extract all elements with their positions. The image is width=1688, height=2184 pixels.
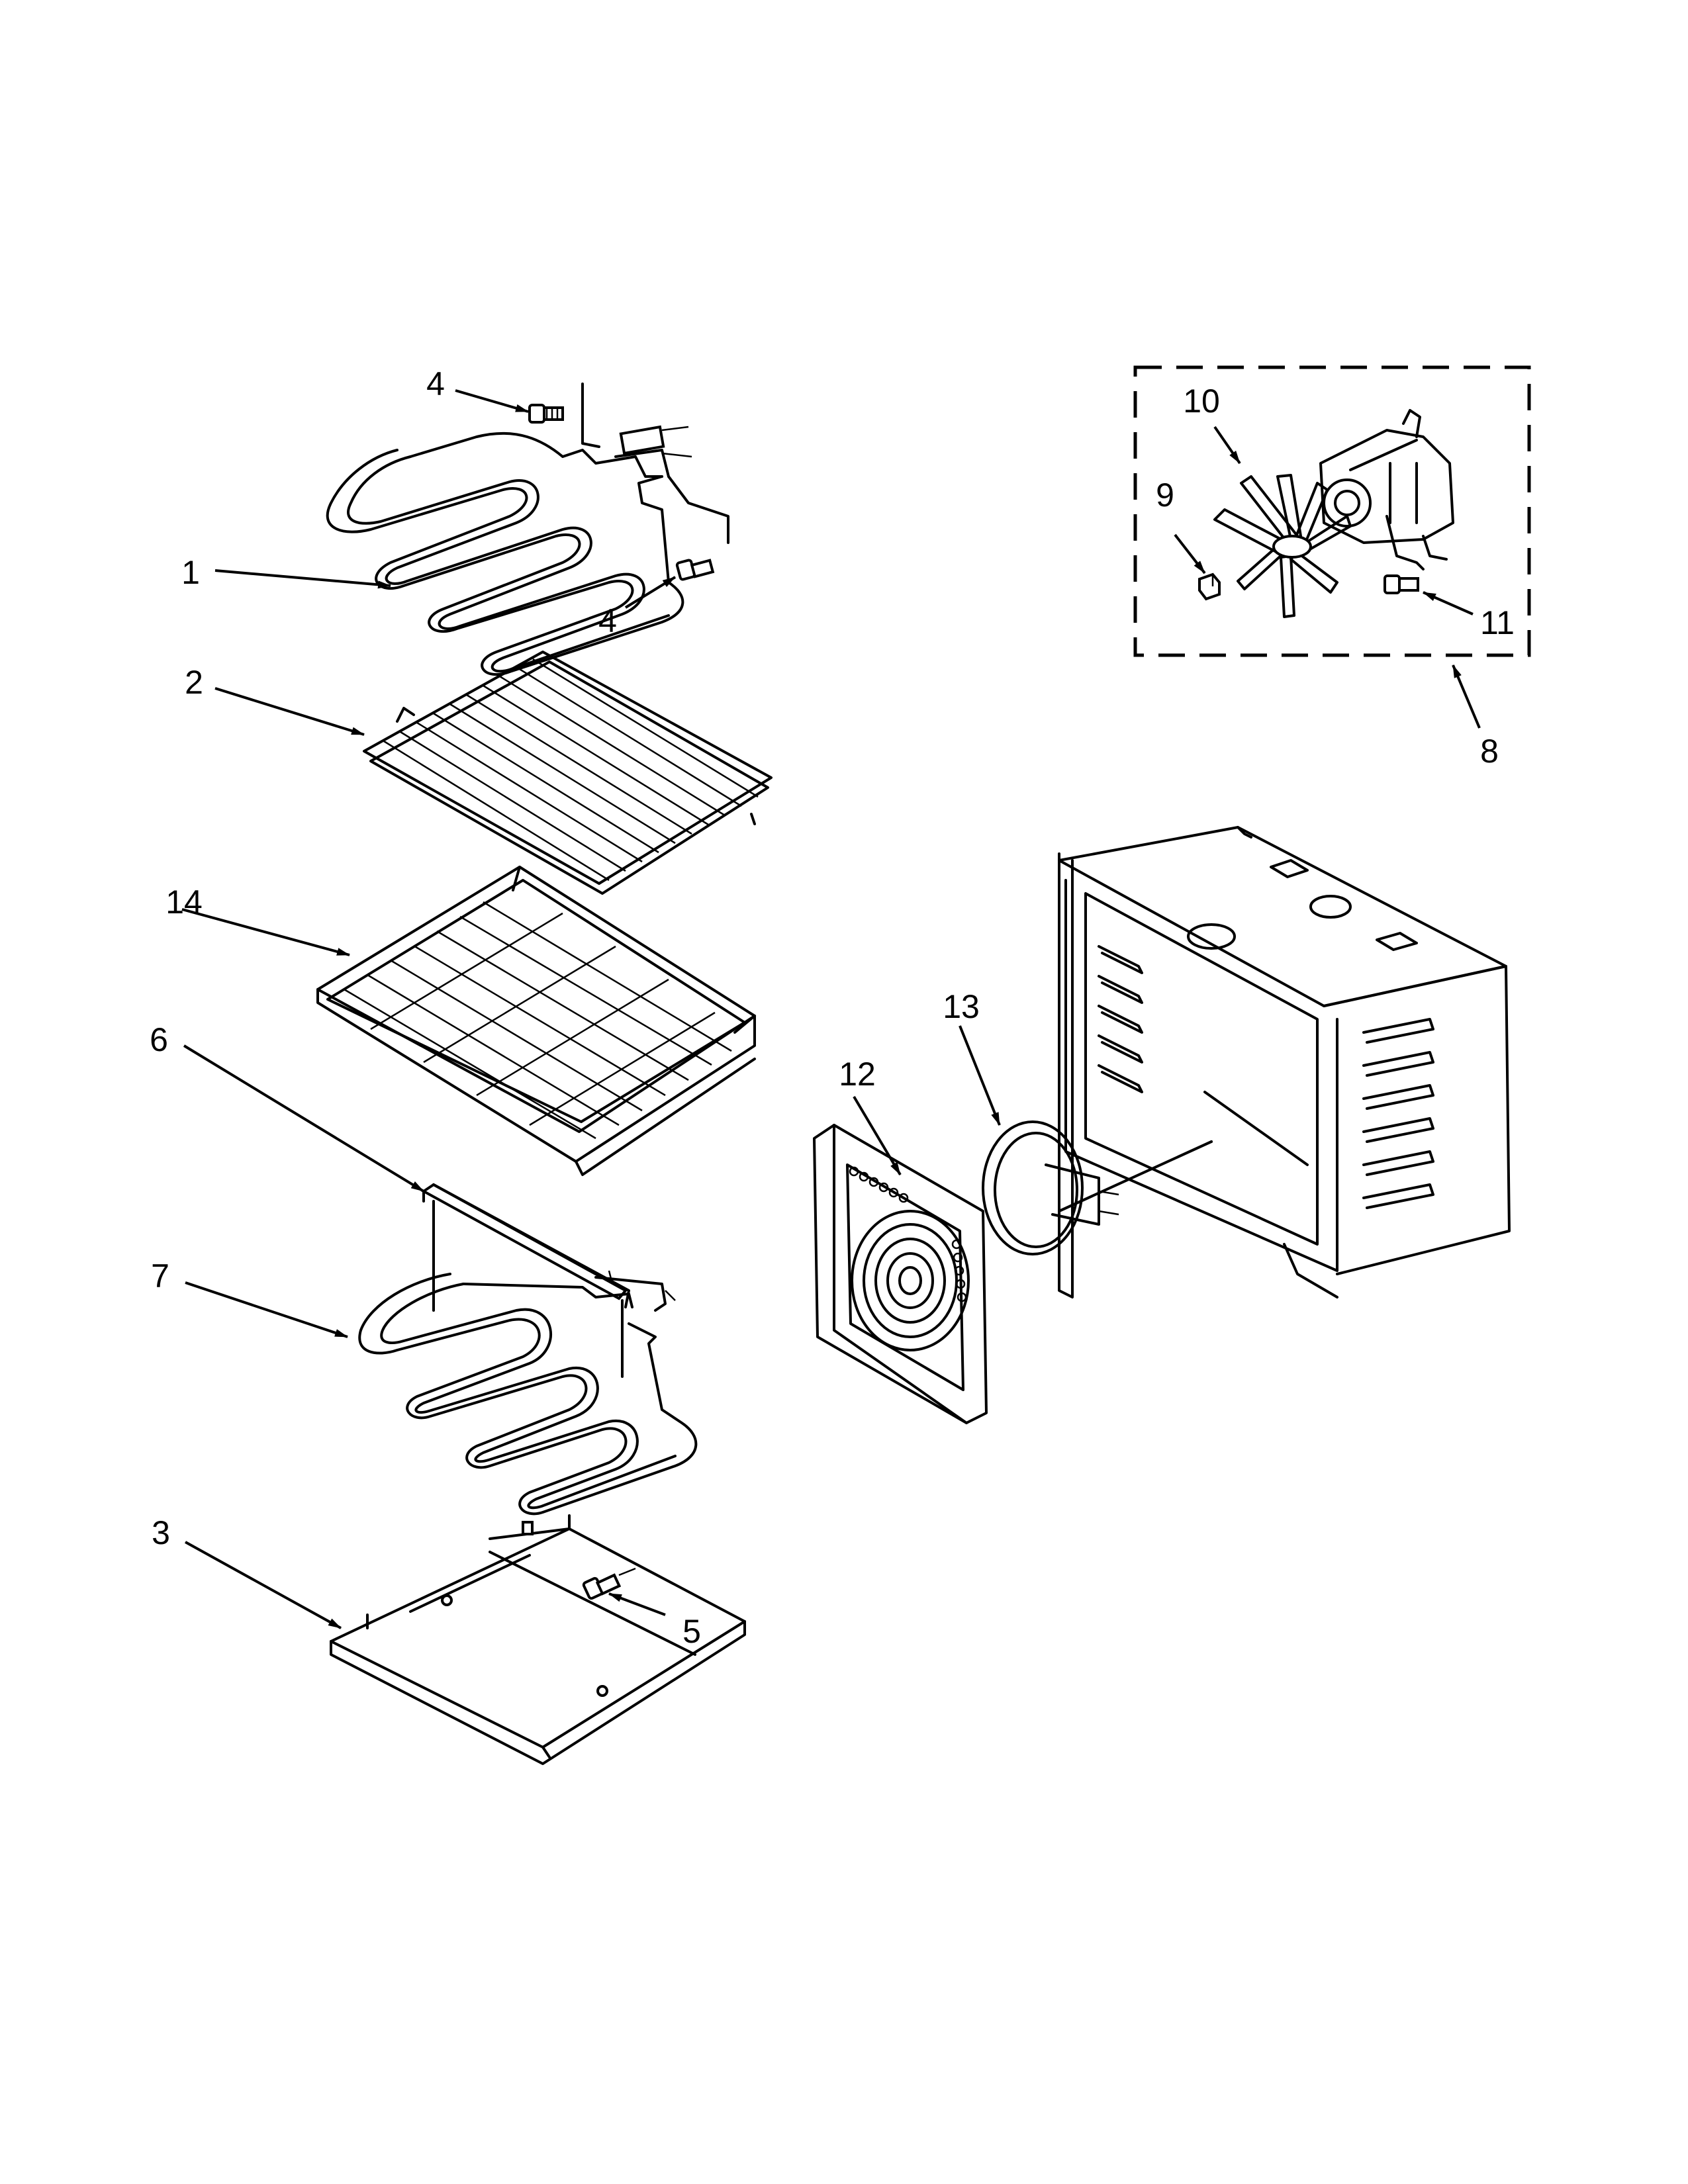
callout-3: 3 [152, 1514, 170, 1551]
convection-fan-assembly-box [1133, 365, 1531, 657]
element-shield [421, 1183, 630, 1378]
oven-bottom-cover [330, 1514, 746, 1765]
callout-7: 7 [151, 1257, 169, 1295]
callout-4-upper: 4 [426, 365, 445, 402]
callout-1: 1 [181, 554, 200, 591]
convection-element [982, 1120, 1213, 1255]
fan-blade [1213, 474, 1352, 618]
fan-motor [1319, 409, 1454, 570]
callout-8: 8 [1480, 733, 1499, 770]
screw-lower [675, 559, 715, 581]
broil-element [326, 383, 729, 676]
callout-6: 6 [150, 1021, 168, 1058]
oven-cavity [1058, 826, 1511, 1298]
motor-screw [1383, 574, 1419, 594]
callout-9: 9 [1156, 477, 1174, 514]
rollout-rack [316, 866, 756, 1176]
bake-element [358, 1270, 698, 1516]
callout-13: 13 [943, 988, 980, 1025]
callout-12: 12 [839, 1056, 876, 1093]
callout-11: 11 [1480, 604, 1515, 641]
callout-5: 5 [682, 1613, 701, 1650]
callout-14: 14 [165, 884, 203, 921]
callout-2: 2 [185, 664, 203, 701]
callout-10: 10 [1183, 383, 1220, 420]
callout-labels: 1 2 3 4 4 5 6 7 8 9 10 11 12 13 14 [150, 365, 1515, 1650]
oven-rack [363, 651, 773, 895]
leader-lines [181, 389, 1481, 1629]
fan-nut [1198, 572, 1221, 601]
convection-rear-panel [813, 1124, 988, 1424]
callout-4-lower: 4 [598, 602, 617, 639]
screw-upper [528, 404, 564, 424]
screw-bottom [582, 1567, 636, 1600]
